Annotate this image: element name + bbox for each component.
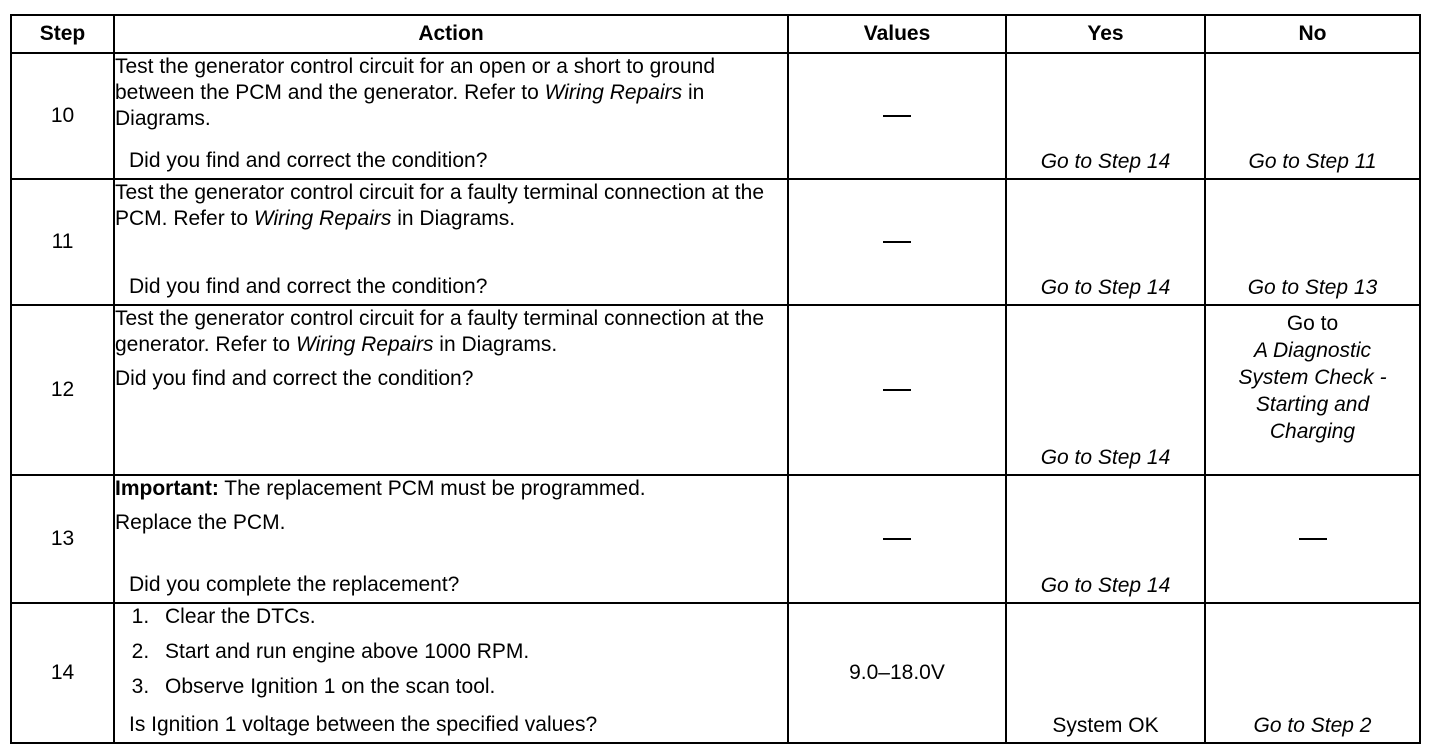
yes-result: Go to Step 14 (1040, 150, 1171, 173)
action-cell: Test the generator control circuit for a… (113, 304, 789, 476)
values-cell: 9.0–18.0V (787, 602, 1007, 744)
list-item: Start and run engine above 1000 RPM. (155, 639, 787, 665)
no-result: Go to Step 11 (1248, 150, 1377, 173)
action-text: Test the generator control circuit for a… (115, 307, 765, 356)
action-list: Clear the DTCs. Start and run engine abo… (115, 604, 787, 700)
no-result: Go to A Diagnostic System Check - Starti… (1238, 312, 1387, 443)
header-row: Step Action Values Yes No (10, 14, 1421, 54)
list-item: Observe Ignition 1 on the scan tool. (155, 674, 787, 700)
header-no: No (1204, 14, 1421, 54)
dash-mark (883, 389, 911, 392)
action-cell: Test the generator control circuit for a… (113, 178, 789, 306)
step-number: 11 (10, 178, 115, 306)
diagnostic-table: Step Action Values Yes No 10 Test the ge… (10, 14, 1421, 744)
header-yes: Yes (1005, 14, 1206, 54)
action-text: Test the generator control circuit for a… (115, 55, 716, 130)
dash-mark (1298, 538, 1327, 541)
no-result: Go to Step 13 (1247, 276, 1378, 299)
yes-cell: Go to Step 14 (1005, 474, 1206, 604)
action-cell: Clear the DTCs. Start and run engine abo… (113, 602, 789, 744)
no-cell: Go to Step 11 (1204, 52, 1421, 180)
wiring-repairs-link: Wiring Repairs (544, 81, 683, 104)
yes-cell: Go to Step 14 (1005, 178, 1206, 306)
wiring-repairs-link: Wiring Repairs (253, 207, 392, 230)
values-cell (787, 52, 1007, 180)
list-item: Clear the DTCs. (155, 604, 787, 630)
action-text: Test the generator control circuit for a… (115, 181, 765, 230)
step-number: 13 (10, 474, 115, 604)
important-note: Important: The replacement PCM must be p… (115, 477, 646, 500)
action-question: Is Ignition 1 voltage between the specif… (129, 713, 598, 736)
dash-mark (883, 241, 911, 244)
values-cell (787, 178, 1007, 306)
header-action: Action (113, 14, 789, 54)
no-cell: Go to Step 13 (1204, 178, 1421, 306)
table-row: 13 Important: The replacement PCM must b… (10, 474, 1421, 604)
yes-result: Go to Step 14 (1040, 446, 1171, 469)
action-question: Did you find and correct the condition? (129, 149, 488, 172)
table-row: 10 Test the generator control circuit fo… (10, 52, 1421, 180)
yes-result: System OK (1052, 714, 1159, 737)
yes-result: Go to Step 14 (1040, 574, 1171, 597)
header-values: Values (787, 14, 1007, 54)
table-row: 12 Test the generator control circuit fo… (10, 304, 1421, 476)
action-cell: Important: The replacement PCM must be p… (113, 474, 789, 604)
table-row: 11 Test the generator control circuit fo… (10, 178, 1421, 306)
no-cell (1204, 474, 1421, 604)
yes-result: Go to Step 14 (1040, 276, 1171, 299)
values-cell (787, 474, 1007, 604)
no-cell: Go to A Diagnostic System Check - Starti… (1204, 304, 1421, 476)
header-step: Step (10, 14, 115, 54)
action-question: Did you complete the replacement? (129, 573, 460, 596)
step-number: 10 (10, 52, 115, 180)
action-text: Replace the PCM. (115, 511, 286, 534)
dash-mark (883, 115, 911, 118)
action-cell: Test the generator control circuit for a… (113, 52, 789, 180)
values-cell (787, 304, 1007, 476)
action-question: Did you find and correct the condition? (129, 275, 488, 298)
step-number: 12 (10, 304, 115, 476)
no-cell: Go to Step 2 (1204, 602, 1421, 744)
action-question: Did you find and correct the condition? (115, 367, 474, 390)
yes-cell: System OK (1005, 602, 1206, 744)
no-result: Go to Step 2 (1253, 714, 1372, 737)
wiring-repairs-link: Wiring Repairs (295, 333, 434, 356)
dash-mark (883, 538, 911, 541)
step-number: 14 (10, 602, 115, 744)
yes-cell: Go to Step 14 (1005, 304, 1206, 476)
table-row: 14 Clear the DTCs. Start and run engine … (10, 602, 1421, 744)
yes-cell: Go to Step 14 (1005, 52, 1206, 180)
